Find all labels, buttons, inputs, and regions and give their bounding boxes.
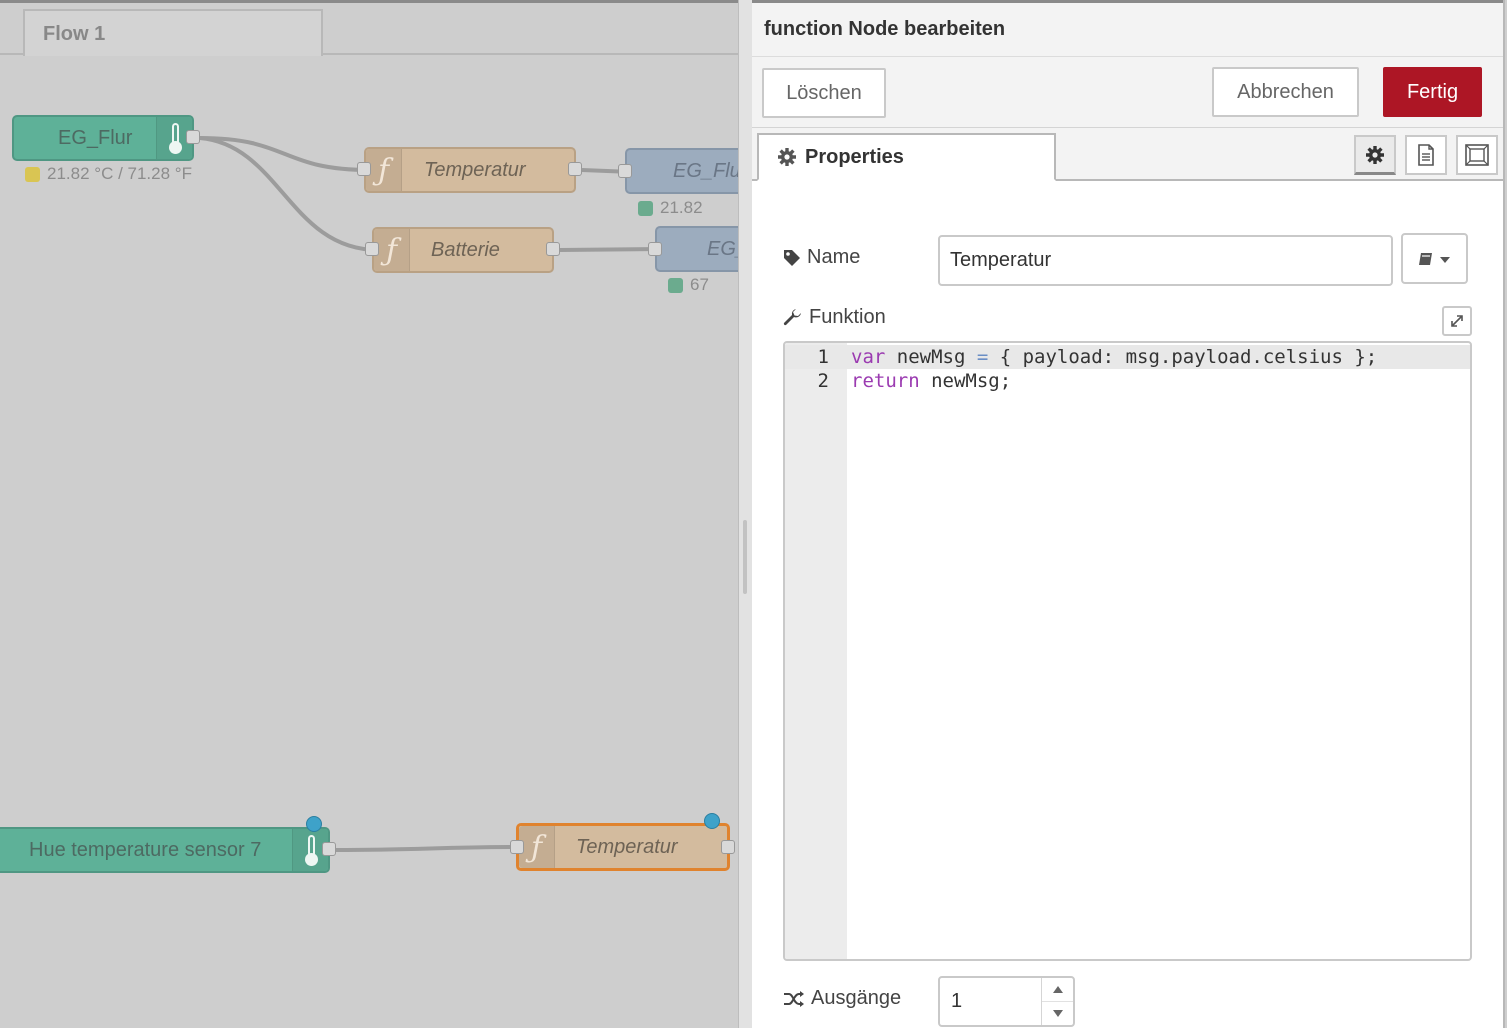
outputs-label: Ausgänge	[783, 987, 901, 1010]
node-eg-flur-output[interactable]: EG_Flu	[625, 148, 742, 194]
output-port[interactable]	[322, 842, 336, 856]
node-eg-flur-output-label: EG_Flu	[673, 159, 741, 182]
library-button[interactable]	[1401, 233, 1468, 284]
input-port[interactable]	[365, 242, 379, 256]
tab-description[interactable]	[1405, 135, 1447, 175]
name-input[interactable]: Temperatur	[938, 235, 1393, 286]
header-divider	[0, 0, 742, 3]
done-button[interactable]: Fertig	[1383, 67, 1482, 117]
wire-batterie-to-output[interactable]	[559, 247, 663, 252]
wrench-icon	[783, 308, 801, 325]
node-eg-output-battery-status: 67	[668, 275, 709, 295]
input-port[interactable]	[510, 840, 524, 854]
node-temperatur-selected-label: Temperatur	[576, 835, 678, 858]
code-line: 2 return newMsg;	[785, 369, 1470, 393]
changed-indicator	[704, 813, 720, 829]
node-hue-sensor-label: Hue temperature sensor 7	[29, 838, 262, 861]
active-line-highlight	[785, 345, 1470, 369]
tab-flow-1-label: Flow 1	[43, 23, 106, 45]
edit-tray: function Node bearbeiten Löschen Abbrech…	[752, 0, 1505, 1028]
output-port[interactable]	[546, 242, 560, 256]
resize-grip[interactable]	[743, 520, 747, 594]
node-eg-flur-status: 21.82 °C / 71.28 °F	[25, 164, 192, 184]
code-text: return newMsg;	[851, 370, 1012, 392]
outputs-label-text: Ausgänge	[811, 987, 902, 1009]
node-temperatur-label: Temperatur	[424, 158, 526, 181]
status-indicator	[638, 200, 653, 216]
wire-hue-to-temperatur[interactable]	[335, 845, 523, 852]
increment-button[interactable]	[1042, 978, 1073, 1002]
tab-properties[interactable]: Properties	[757, 133, 1056, 181]
expand-icon	[1451, 315, 1463, 327]
expand-editor-button[interactable]	[1442, 306, 1472, 336]
book-icon	[1418, 252, 1450, 265]
function-label: Funktion	[783, 306, 886, 329]
wires-layer	[199, 136, 663, 852]
tray-tabs: Properties	[752, 128, 1503, 181]
code-line: 1 var newMsg = { payload: msg.payload.ce…	[785, 345, 1470, 369]
node-batterie-label: Batterie	[431, 238, 500, 261]
output-port[interactable]	[568, 162, 582, 176]
tray-title: function Node bearbeiten	[764, 18, 1006, 40]
delete-button[interactable]: Löschen	[762, 68, 886, 118]
line-number-gutter	[785, 343, 847, 959]
wire-sensor-to-temperatur[interactable]	[199, 136, 371, 172]
caret-up-icon	[1052, 985, 1063, 993]
status-text: 21.82	[660, 198, 703, 217]
outputs-stepper[interactable]: 1	[938, 976, 1075, 1027]
status-indicator	[25, 166, 40, 182]
appearance-icon	[1465, 144, 1489, 166]
name-label-text: Name	[807, 246, 861, 268]
node-eg-flur-label: EG_Flur	[58, 126, 133, 149]
function-icon: ƒ	[366, 149, 402, 191]
input-port[interactable]	[618, 164, 632, 178]
line-number: 1	[817, 346, 829, 368]
tray-toolbar: Löschen Abbrechen Fertig	[752, 57, 1503, 128]
tab-settings[interactable]	[1354, 135, 1396, 175]
status-text: 21.82 °C / 71.28 °F	[47, 164, 192, 183]
function-icon: ƒ	[519, 826, 555, 868]
decrement-button[interactable]	[1042, 1002, 1073, 1026]
node-eg-output-battery[interactable]: EG_	[655, 226, 742, 272]
cancel-button[interactable]: Abbrechen	[1212, 67, 1359, 117]
gear-icon	[778, 148, 796, 166]
flow-workspace[interactable]: Flow 1 EG_Flur 21.82 °C / 71.28 °F ƒ Tem…	[0, 0, 742, 1028]
tab-flow-1[interactable]: Flow 1	[23, 9, 323, 56]
tray-resize-handle[interactable]	[738, 0, 752, 1028]
code-text: var newMsg = { payload: msg.payload.cels…	[851, 346, 1378, 368]
node-temperatur-function[interactable]: ƒ Temperatur	[364, 147, 576, 193]
description-icon	[1418, 144, 1434, 166]
line-number: 2	[817, 370, 829, 392]
status-text: 67	[690, 275, 709, 294]
tab-bar-baseline	[0, 53, 742, 55]
node-eg-output-battery-label: EG_	[707, 237, 742, 260]
stepper-arrows	[1041, 978, 1073, 1025]
function-label-text: Funktion	[809, 306, 886, 328]
node-eg-flur-sensor[interactable]: EG_Flur	[12, 115, 194, 161]
tabs-baseline	[752, 179, 1503, 181]
input-port[interactable]	[357, 162, 371, 176]
status-indicator	[668, 277, 683, 293]
changed-indicator	[306, 816, 322, 832]
tab-properties-label: Properties	[805, 145, 904, 168]
shuffle-icon	[784, 990, 804, 1007]
tag-icon	[784, 249, 800, 266]
gear-icon	[1366, 145, 1384, 164]
outputs-value: 1	[951, 990, 963, 1012]
node-temperatur-function-selected[interactable]: ƒ Temperatur	[516, 823, 730, 871]
name-label: Name	[783, 246, 860, 269]
code-editor[interactable]: 1 var newMsg = { payload: msg.payload.ce…	[783, 341, 1472, 961]
output-port[interactable]	[721, 840, 735, 854]
output-port[interactable]	[186, 130, 200, 144]
wire-sensor-to-batterie[interactable]	[199, 136, 379, 252]
function-icon: ƒ	[374, 229, 410, 271]
node-batterie-function[interactable]: ƒ Batterie	[372, 227, 554, 273]
node-eg-flur-output-status: 21.82	[638, 198, 703, 218]
flow-tab-bar: Flow 1	[0, 3, 742, 56]
node-hue-temperature-sensor[interactable]: Hue temperature sensor 7	[0, 827, 330, 873]
tab-appearance[interactable]	[1456, 135, 1498, 175]
input-port[interactable]	[648, 242, 662, 256]
caret-down-icon	[1052, 1009, 1063, 1017]
tray-header: function Node bearbeiten	[752, 0, 1503, 57]
